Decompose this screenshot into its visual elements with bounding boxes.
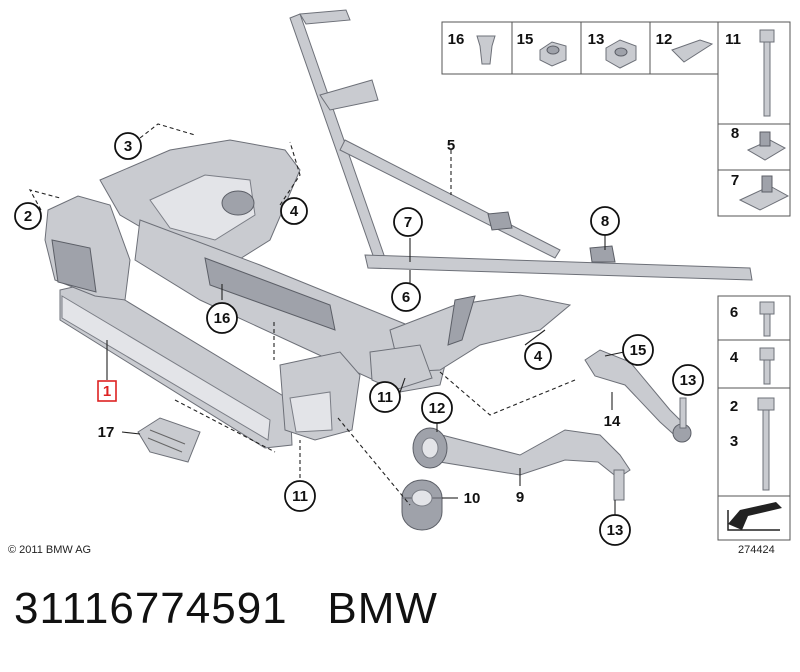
callout-6: 6 bbox=[391, 282, 421, 312]
svg-text:4: 4 bbox=[534, 348, 543, 365]
bolt-panel: 6 4 2 3 bbox=[717, 295, 791, 541]
svg-text:13: 13 bbox=[607, 522, 624, 539]
part-caption: 31116774591 BMW bbox=[14, 584, 438, 634]
hardware-11-panel: 11 bbox=[717, 21, 791, 125]
clip-nut-icon bbox=[671, 39, 714, 63]
callout-17: 17 bbox=[98, 424, 115, 441]
hardware-panel-right: 8 7 bbox=[717, 123, 791, 217]
callout-11-lower: 11 bbox=[284, 480, 316, 512]
callout-15: 15 bbox=[622, 334, 654, 366]
long-bolt-icon bbox=[759, 29, 775, 43]
bolt-4-label: 4 bbox=[730, 349, 739, 366]
hardware-16-label: 16 bbox=[448, 31, 465, 48]
callout-2: 2 bbox=[14, 202, 42, 230]
callout-5: 5 bbox=[447, 137, 455, 154]
short-bolt-icon bbox=[759, 301, 775, 315]
callout-13-right: 13 bbox=[672, 364, 704, 396]
frame-strut-illustration bbox=[289, 9, 753, 281]
spacer-sleeve-icon bbox=[476, 35, 496, 65]
hardware-7-label: 7 bbox=[731, 172, 739, 189]
rubber-mount-illustration bbox=[401, 479, 443, 531]
callout-1: 1 bbox=[103, 383, 111, 400]
hardware-12-label: 12 bbox=[656, 31, 673, 48]
svg-text:3: 3 bbox=[124, 138, 132, 155]
svg-text:12: 12 bbox=[429, 400, 446, 417]
bolt-2-label: 2 bbox=[730, 398, 738, 415]
hardware-panel-top: 16 15 13 12 bbox=[441, 21, 719, 75]
svg-text:4: 4 bbox=[290, 203, 299, 220]
hardware-13-label: 13 bbox=[588, 31, 605, 48]
caption-part-number: 31116774591 bbox=[14, 584, 288, 633]
long-flange-bolt-icon bbox=[757, 397, 775, 411]
direction-arrow-icon bbox=[727, 502, 782, 531]
callout-11-upper: 11 bbox=[369, 381, 401, 413]
cage-nut-large-icon bbox=[738, 185, 790, 211]
hardware-8-label: 8 bbox=[731, 125, 739, 142]
svg-text:7: 7 bbox=[404, 214, 412, 231]
hardware-11-label: 11 bbox=[725, 31, 741, 48]
leader-lines bbox=[28, 123, 689, 520]
tension-strut-illustration bbox=[584, 349, 692, 443]
svg-text:11: 11 bbox=[292, 488, 308, 505]
underbody-plate-illustration bbox=[137, 417, 201, 463]
copyright-text: © 2011 BMW AG bbox=[8, 544, 91, 556]
svg-text:8: 8 bbox=[601, 213, 609, 230]
bolt-3-label: 3 bbox=[730, 433, 738, 450]
callout-10: 10 bbox=[464, 490, 481, 507]
svg-text:16: 16 bbox=[214, 310, 231, 327]
callout-7: 7 bbox=[393, 207, 423, 237]
diagram-number: 274424 bbox=[738, 544, 775, 556]
svg-text:6: 6 bbox=[402, 289, 410, 306]
svg-text:13: 13 bbox=[680, 372, 697, 389]
callout-13-lower: 13 bbox=[599, 514, 631, 546]
bolt-6-label: 6 bbox=[730, 304, 738, 321]
callout-14: 14 bbox=[604, 413, 621, 430]
hardware-15-label: 15 bbox=[517, 31, 534, 48]
callout-4-top: 4 bbox=[280, 197, 308, 225]
callout-8: 8 bbox=[590, 206, 620, 236]
callout-3: 3 bbox=[114, 132, 142, 160]
front-subframe-illustration bbox=[44, 139, 572, 449]
svg-text:15: 15 bbox=[630, 342, 647, 359]
callout-1-highlight-box bbox=[97, 380, 117, 402]
svg-text:2: 2 bbox=[24, 208, 32, 225]
callout-4-bottom: 4 bbox=[524, 342, 552, 370]
wishbone-illustration bbox=[412, 427, 631, 501]
callout-12: 12 bbox=[421, 392, 453, 424]
medium-bolt-icon bbox=[759, 347, 775, 361]
callout-9: 9 bbox=[516, 489, 524, 506]
caption-brand: BMW bbox=[327, 584, 438, 633]
callout-16: 16 bbox=[206, 302, 238, 334]
svg-text:11: 11 bbox=[377, 389, 393, 406]
